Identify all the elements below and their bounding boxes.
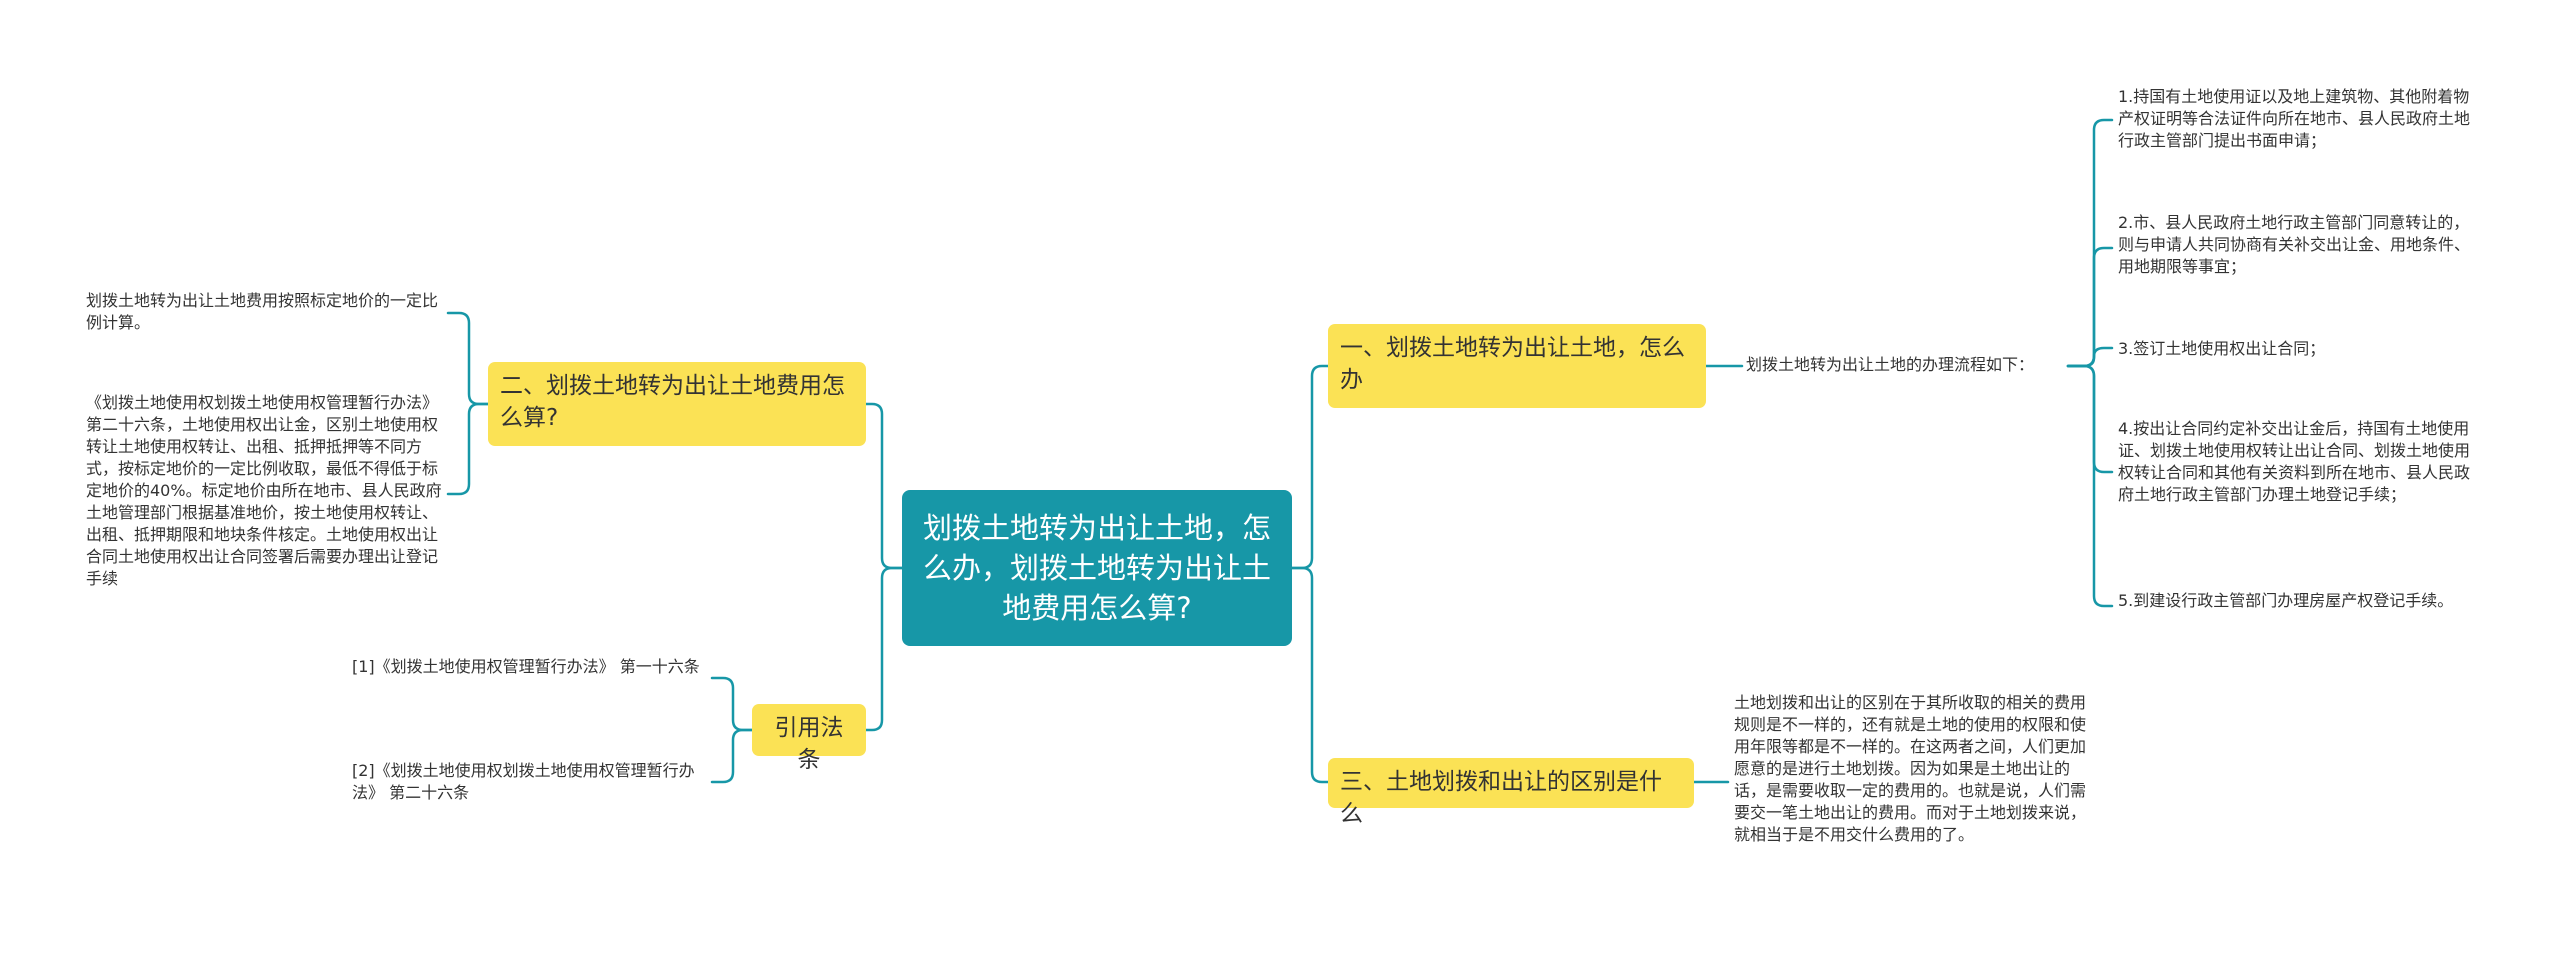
root-topic-label: 划拨土地转为出让土地，怎么办，划拨土地转为出让土地费用怎么算? xyxy=(922,511,1271,625)
link-law-leaf1 xyxy=(710,676,754,732)
link-law-leaf2 xyxy=(710,728,754,784)
fee-leaf-summary: 划拨土地转为出让土地费用按照标定地价的一定比例计算。 xyxy=(86,291,439,332)
branch-law-label: 引用法条 xyxy=(774,715,844,773)
how-mid-process: 划拨土地转为出让土地的办理流程如下： xyxy=(1746,355,2035,374)
link-root-diff xyxy=(1290,566,1330,784)
link-root-law xyxy=(864,566,904,732)
branch-fee-calculation[interactable]: 二、划拨土地转为出让土地费用怎么算? xyxy=(488,362,866,446)
process-step-3: 3.签订土地使用权出让合同； xyxy=(2118,339,2326,358)
diff-leaf-explanation: 土地划拨和出让的区别在于其所收取的相关的费用规则是不一样的，还有就是土地的使用的… xyxy=(1734,693,2087,844)
branch-cited-laws[interactable]: 引用法条 xyxy=(752,704,866,773)
branch-fee-label: 二、划拨土地转为出让土地费用怎么算? xyxy=(500,373,845,431)
link-fee-leaf1 xyxy=(446,311,490,406)
link-mid-step5 xyxy=(2066,364,2114,608)
root-topic[interactable]: 划拨土地转为出让土地，怎么办，划拨土地转为出让土地费用怎么算? xyxy=(902,490,1292,646)
branch-difference[interactable]: 三、土地划拨和出让的区别是什么 xyxy=(1328,758,1694,827)
law-leaf-2: [2]《划拨土地使用权划拨土地使用权管理暂行办法》 第二十六条 xyxy=(352,761,695,802)
fee-leaf-regulation: 《划拨土地使用权划拨土地使用权管理暂行办法》第二十六条，土地使用权出让金，区别土… xyxy=(86,393,442,588)
branch-diff-label: 三、土地划拨和出让的区别是什么 xyxy=(1340,769,1662,827)
law-leaf-1: [1]《划拨土地使用权管理暂行办法》 第一十六条 xyxy=(352,657,700,676)
link-root-how xyxy=(1290,364,1330,570)
link-fee-leaf2 xyxy=(446,402,490,496)
link-mid-step1 xyxy=(2066,118,2114,368)
process-step-1: 1.持国有土地使用证以及地上建筑物、其他附着物产权证明等合法证件向所在地市、县人… xyxy=(2118,87,2471,150)
process-step-4: 4.按出让合同约定补交出让金后，持国有土地使用证、划拨土地使用权转让出让合同、划… xyxy=(2118,419,2471,504)
process-step-5: 5.到建设行政主管部门办理房屋产权登记手续。 xyxy=(2118,591,2454,610)
branch-how-label: 一、划拨土地转为出让土地，怎么办 xyxy=(1340,335,1685,393)
process-step-2: 2.市、县人民政府土地行政主管部门同意转让的，则与申请人共同协商有关补交出让金、… xyxy=(2118,213,2471,276)
link-root-fee xyxy=(864,402,904,570)
link-mid-step4 xyxy=(2066,364,2114,474)
branch-how-to-convert[interactable]: 一、划拨土地转为出让土地，怎么办 xyxy=(1328,324,1706,408)
